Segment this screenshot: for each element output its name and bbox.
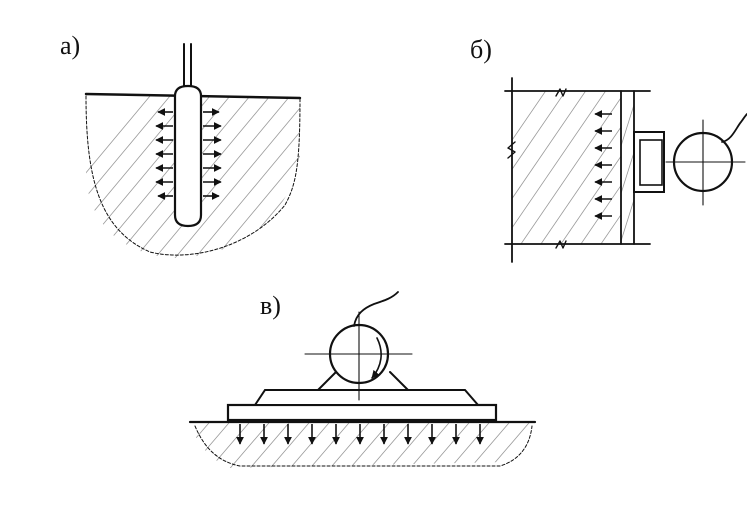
panel-label-a: а)	[60, 31, 80, 60]
panel-a: а)	[60, 31, 302, 258]
form-vibrator-b	[633, 113, 747, 206]
panel-label-b: б)	[470, 35, 492, 64]
pressure-arrows-b	[594, 110, 612, 220]
panel-b: б)	[470, 35, 747, 263]
vibrator-rod-a	[173, 43, 203, 228]
pressure-arrows-a	[155, 108, 222, 200]
pressure-arrows-v	[236, 424, 484, 445]
surface-vibrator-v	[226, 291, 498, 422]
panel-v: в)	[188, 291, 537, 468]
panel-label-v: в)	[260, 291, 281, 320]
